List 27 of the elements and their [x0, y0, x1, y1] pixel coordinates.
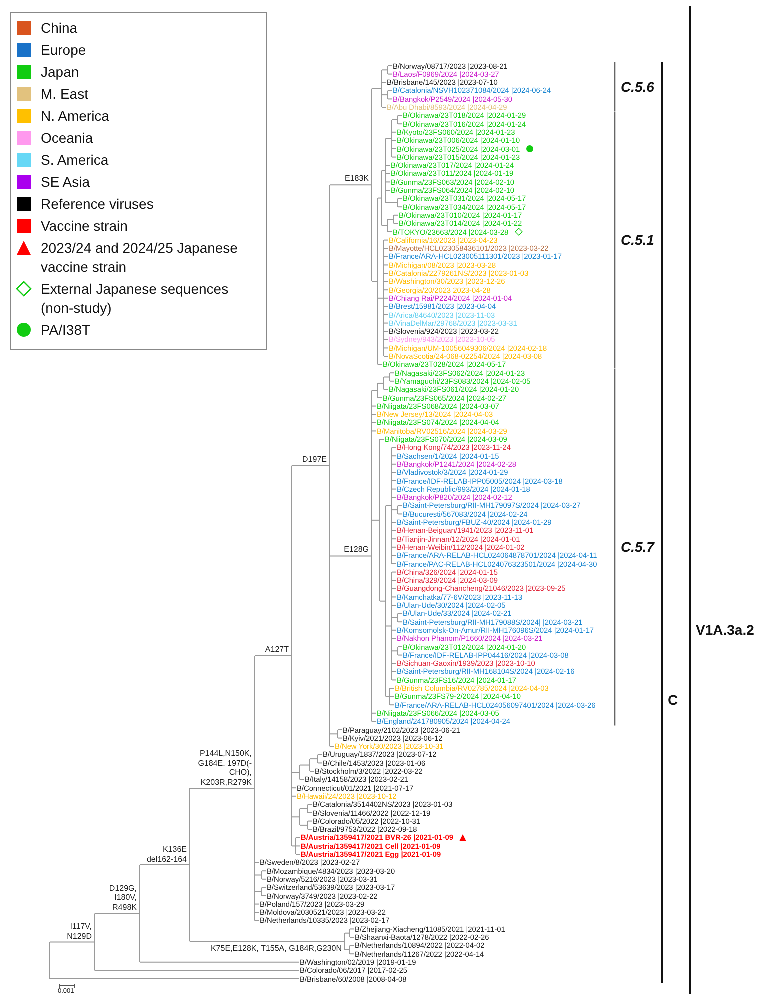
legend-label: PA/I38T: [41, 322, 91, 338]
mutation-label: I117V, N129D: [66, 922, 92, 942]
legend-label: Reference viruses: [41, 196, 154, 212]
legend-label: Oceania: [41, 130, 94, 146]
mutation-label: E183K: [344, 174, 369, 184]
mutation-label: K75E,E128K, T155A, G184R,G230N: [210, 944, 342, 954]
clade-label: C.5.1: [621, 232, 654, 248]
legend-label: M. East: [41, 86, 88, 102]
legend-label: S. America: [41, 152, 109, 168]
legend-label: China: [41, 20, 78, 36]
legend-label: Europe: [41, 42, 86, 58]
legend-label: SE Asia: [41, 174, 90, 190]
mutation-label: A127T: [264, 645, 289, 655]
mutation-label: D129G, I180V, R498K: [108, 884, 137, 912]
mutation-label: P144L,N150K, G184E. 197D(-CHO), K203R,R279K: [197, 749, 252, 788]
clade-label: C: [668, 692, 678, 708]
clade-label: C.5.6: [621, 78, 654, 95]
mutation-label: D197E: [302, 454, 327, 464]
legend-label: Japan: [41, 64, 80, 80]
legend-label: 2023/24 and 2024/25 Japanese vaccine strain: [41, 240, 238, 275]
clade-label: C.5.7: [621, 539, 654, 556]
legend-label: Vaccine strain: [41, 218, 128, 234]
mutation-label: E128G: [343, 545, 369, 555]
clade-label: V1A.3a.2: [696, 622, 754, 638]
mutation-label: K136E del162-164: [146, 845, 187, 864]
legend-label: N. America: [41, 108, 110, 124]
legend-label: External Japanese sequences (non-study): [41, 281, 229, 316]
